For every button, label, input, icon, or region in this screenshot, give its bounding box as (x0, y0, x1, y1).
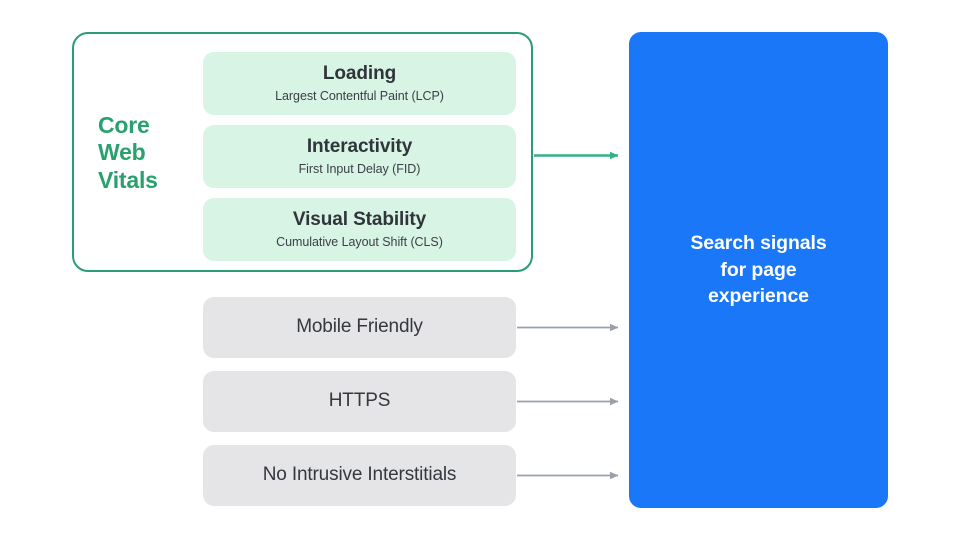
core-web-vitals-group (72, 32, 533, 272)
vital-title: Visual Stability (292, 208, 427, 230)
vital-card-interactivity[interactable]: Interactivity First Input Delay (FID) (203, 125, 516, 188)
vital-card-visual-stability[interactable]: Visual Stability Cumulative Layout Shift… (203, 198, 516, 261)
vital-card-loading[interactable]: Loading Largest Contentful Paint (LCP) (203, 52, 516, 115)
core-web-vitals-label-line-2: Web (98, 139, 146, 166)
core-web-vitals-label: Core Web Vitals (98, 112, 194, 194)
search-signals-target-text: Search signals for page experience (690, 231, 827, 308)
core-web-vitals-label-line-3: Vitals (98, 166, 158, 193)
vital-title: Loading (322, 62, 397, 84)
signal-box-mobile-friendly[interactable]: Mobile Friendly (203, 297, 516, 358)
vital-subtitle: First Input Delay (FID) (298, 161, 421, 176)
signal-box-https[interactable]: HTTPS (203, 371, 516, 432)
search-signals-target-box[interactable]: Search signals for page experience (629, 32, 888, 508)
signal-label: Mobile Friendly (296, 316, 423, 338)
vital-subtitle: Cumulative Layout Shift (CLS) (276, 234, 443, 249)
signal-label: HTTPS (328, 390, 391, 412)
vital-subtitle: Largest Contentful Paint (LCP) (275, 88, 444, 103)
vital-title: Interactivity (306, 135, 413, 157)
core-web-vitals-label-line-1: Core (98, 112, 150, 138)
signal-box-no-intrusive-interstitials[interactable]: No Intrusive Interstitials (203, 445, 516, 506)
signal-label: No Intrusive Interstitials (262, 464, 457, 486)
